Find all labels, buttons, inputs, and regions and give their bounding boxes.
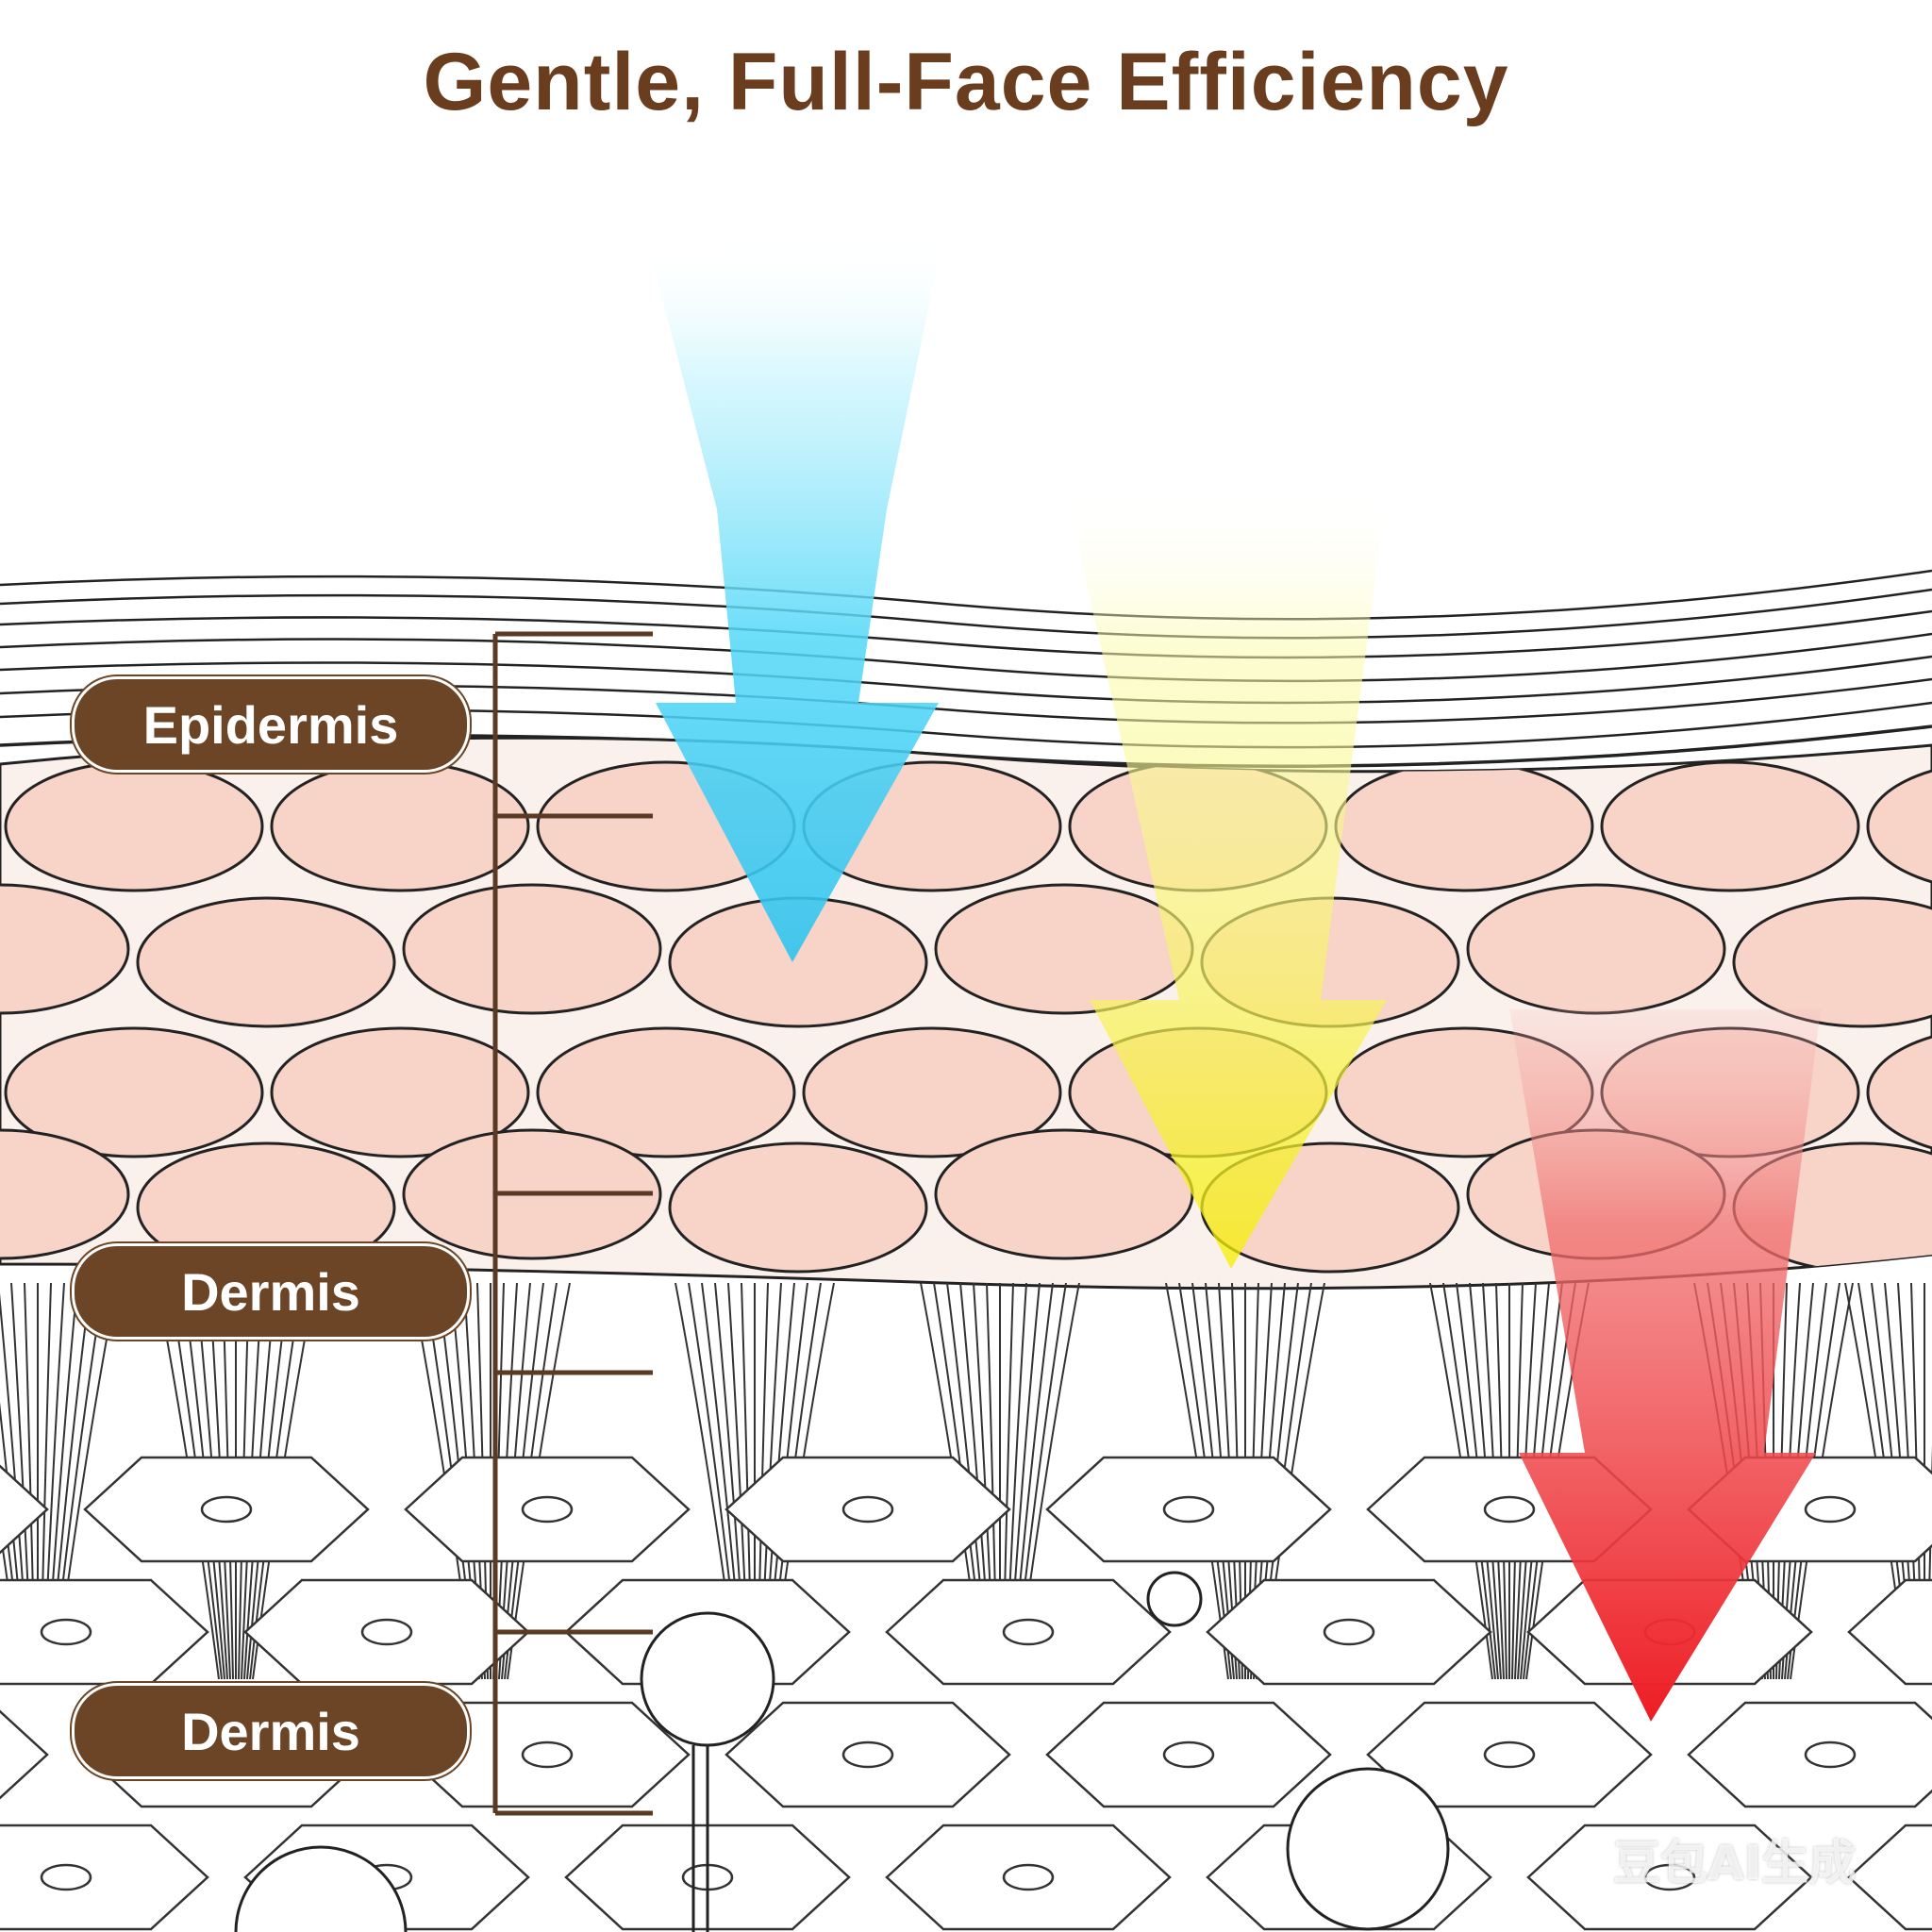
- skin-cell: [1600, 760, 1860, 892]
- label-dermis-lower: Dermis: [72, 1683, 470, 1779]
- skin-cell: [536, 1026, 796, 1158]
- hypodermis-tile: [0, 1578, 209, 1686]
- diagram-title: Gentle, Full-Face Efficiency: [423, 37, 1509, 127]
- tile-nucleus: [1804, 1740, 1857, 1769]
- tile-nucleus: [841, 1740, 894, 1769]
- tile-nucleus: [40, 1618, 92, 1646]
- layer-bracket: [492, 631, 653, 1816]
- skin-cell: [4, 760, 264, 892]
- skin-cell: [934, 1128, 1194, 1260]
- tile-nucleus: [841, 1495, 894, 1524]
- tile-nucleus: [521, 1740, 574, 1769]
- skin-cell: [802, 1026, 1062, 1158]
- skin-cell: [1866, 760, 1932, 892]
- hypodermis-tile: [1847, 1824, 1932, 1931]
- tile-nucleus: [1483, 1495, 1536, 1524]
- yellow-light-arrow: [1066, 491, 1387, 1269]
- tile-nucleus: [1162, 1740, 1215, 1769]
- watermark: 豆包AI生成: [1613, 1836, 1857, 1890]
- fat-globules: [234, 1571, 1450, 1932]
- tile-nucleus: [1162, 1495, 1215, 1524]
- skin-cell: [1732, 896, 1932, 1028]
- skin-cell: [0, 1128, 130, 1260]
- skin-cell: [0, 883, 130, 1015]
- tile-nucleus: [1483, 1740, 1536, 1769]
- tile-nucleus: [1804, 1495, 1857, 1524]
- hypodermis-tile: [1847, 1578, 1932, 1686]
- hypodermis-tile: [0, 1464, 49, 1555]
- tile-nucleus: [360, 1618, 413, 1646]
- tile-nucleus: [521, 1495, 574, 1524]
- label-dermis-upper: Dermis: [72, 1243, 470, 1340]
- skin-cell: [1466, 883, 1726, 1015]
- blue-light-arrow: [651, 236, 943, 962]
- skin-cell: [1866, 1026, 1932, 1158]
- tile-nucleus: [40, 1863, 92, 1891]
- label-epidermis: Epidermis: [72, 676, 470, 773]
- tile-nucleus: [1323, 1618, 1375, 1646]
- skin-cell: [270, 760, 530, 892]
- skin-cell: [402, 883, 662, 1015]
- red-light-arrow: [1509, 1009, 1821, 1722]
- tile-nucleus: [200, 1495, 253, 1524]
- tile-nucleus: [1002, 1863, 1055, 1891]
- hypodermis-tile: [0, 1824, 209, 1931]
- skin-cell: [270, 1026, 530, 1158]
- skin-cell: [136, 896, 396, 1028]
- skin-cell: [1334, 760, 1594, 892]
- tile-nucleus: [1002, 1618, 1055, 1646]
- tile-nucleus: [1643, 1863, 1696, 1891]
- skin-cell: [4, 1026, 264, 1158]
- skin-cell: [668, 1141, 928, 1274]
- skin-cell: [934, 883, 1194, 1015]
- hypodermis-tile: [0, 1709, 49, 1800]
